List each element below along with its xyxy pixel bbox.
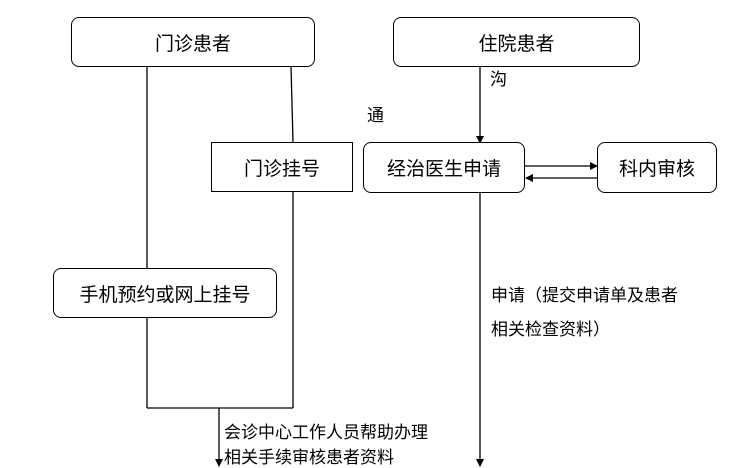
label-consult-note-line1: 会诊中心工作人员帮助办理: [224, 423, 428, 443]
label-apply-note-line2: 相关检查资料）: [491, 320, 610, 340]
node-phone-online-registration: 手机预约或网上挂号: [53, 268, 277, 318]
node-outpatient: 门诊患者: [71, 17, 315, 67]
node-dept-review-label: 科内审核: [618, 158, 695, 180]
label-apply-note-line1: 申请（提交申请单及患者: [491, 286, 678, 306]
label-communicate-2: 通: [367, 106, 384, 126]
node-inpatient-label: 住院患者: [478, 32, 555, 55]
node-attending-doctor-apply-label: 经治医生申请: [386, 158, 501, 180]
node-attending-doctor-apply: 经治医生申请: [363, 142, 525, 193]
node-outpatient-registration-label: 门诊挂号: [243, 157, 320, 180]
node-inpatient: 住院患者: [393, 17, 640, 67]
node-phone-online-registration-label: 手机预约或网上挂号: [79, 283, 251, 306]
label-communicate-1: 沟: [490, 70, 507, 90]
node-outpatient-label: 门诊患者: [154, 32, 231, 55]
node-dept-review: 科内审核: [597, 142, 717, 193]
line-outpatient-right: [290, 65, 294, 143]
label-consult-note-line2: 相关手续审核患者资料: [224, 448, 394, 468]
node-outpatient-registration: 门诊挂号: [211, 142, 353, 192]
